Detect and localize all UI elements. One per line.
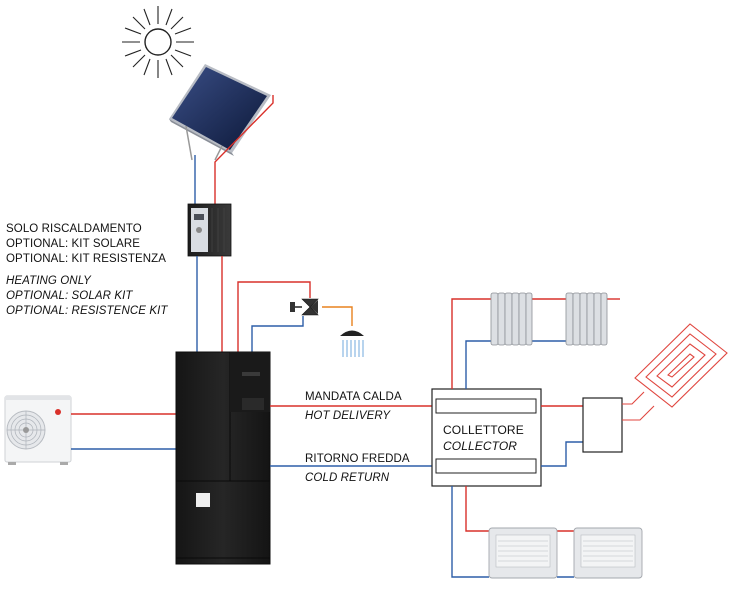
mixing-valve-icon <box>290 298 319 316</box>
heat-pump-unit-icon <box>175 351 271 565</box>
solar-kit-pipes <box>196 256 223 356</box>
cold-return-label-it: RITORNO FREDDA <box>305 453 410 465</box>
collector-label-it: COLLETTORE <box>443 423 524 437</box>
solar-panel-icon <box>169 64 271 161</box>
collector-label-en: COLLECTOR <box>443 439 518 453</box>
note-heating-only-en: HEATING ONLY <box>6 275 91 287</box>
fan-coil-icon <box>488 527 643 579</box>
radiator-icon <box>490 292 608 346</box>
fan-coil-pipes <box>451 486 574 578</box>
note-resistance-kit-en: OPTIONAL: RESISTENCE KIT <box>6 305 168 317</box>
mixing-module-icon <box>582 397 623 453</box>
outdoor-unit-pipes <box>71 413 178 450</box>
sun-icon <box>122 6 194 78</box>
note-solar-kit-en: OPTIONAL: SOLAR KIT <box>6 290 133 302</box>
collector-box-icon <box>431 388 542 487</box>
solar-kit-icon <box>187 203 232 257</box>
outdoor-unit-icon <box>4 395 72 465</box>
note-heating-only-it: SOLO RISCALDAMENTO <box>6 223 142 235</box>
note-resistance-kit-it: OPTIONAL: KIT RESISTENZA <box>6 253 167 265</box>
hot-delivery-label-it: MANDATA CALDA <box>305 391 402 403</box>
note-solar-kit-it: OPTIONAL: KIT SOLARE <box>6 238 141 250</box>
radiator-pipes <box>451 298 620 389</box>
underfloor-heating-icon <box>622 323 728 421</box>
floor-module-pipes <box>541 405 583 467</box>
cold-return-label-en: COLD RETURN <box>305 472 390 484</box>
solar-pipes <box>194 95 274 205</box>
shower-icon <box>340 330 364 357</box>
dhw-pipes <box>237 281 353 352</box>
heating-lines <box>270 405 432 467</box>
hot-delivery-label-en: HOT DELIVERY <box>305 410 391 422</box>
